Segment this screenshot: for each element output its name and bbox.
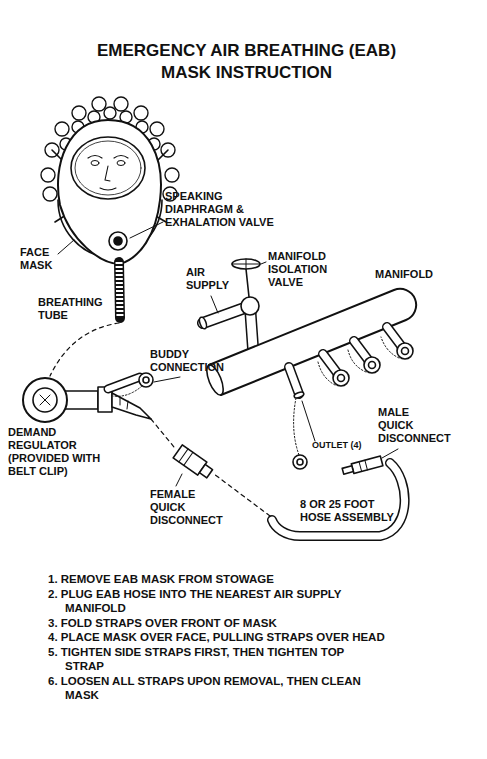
text-line: (PROVIDED WITH [8,452,100,465]
text-line: BELT CLIP) [8,465,100,478]
text-line: MASK INSTRUCTION [3,62,487,84]
text-line: SPEAKING [165,190,274,203]
text-line: OUTLET (4) [312,440,362,451]
text-line: 8 OR 25 FOOT [300,498,394,511]
part-label: OUTLET (4) [312,440,362,451]
part-label: 8 OR 25 FOOT HOSE ASSEMBLY [300,498,394,524]
text-line: 2. PLUG EAB HOSE INTO THE NEAREST AIR SU… [48,587,342,602]
text-line: MANIFOLD [268,250,327,263]
part-label: AIR SUPPLY [186,266,229,292]
instruction-step: 4. PLACE MASK OVER FACE, PULLING STRAPS … [48,630,385,645]
part-label: DEMAND REGULATOR (PROVIDED WITH BELT CLI… [8,426,100,478]
text-line: BUDDY [150,348,224,361]
instruction-step: 6. LOOSEN ALL STRAPS UPON REMOVAL, THEN … [48,674,361,703]
text-line: MASK [20,259,52,272]
text-line: FACE [20,246,52,259]
text-line: TUBE [38,309,103,322]
text-line: MALE [378,406,451,419]
part-label: BUDDY CONNECTION [150,348,224,374]
instruction-step: 1. REMOVE EAB MASK FROM STOWAGE [48,572,274,587]
text-line: 3. FOLD STRAPS OVER FRONT OF MASK [48,616,277,631]
title: EMERGENCY AIR BREATHING (EAB) MASK INSTR… [3,40,487,84]
text-line: SUPPLY [186,279,229,292]
part-label: FEMALE QUICK DISCONNECT [150,488,223,527]
text-line: AIR [186,266,229,279]
instruction-step: 2. PLUG EAB HOSE INTO THE NEAREST AIR SU… [48,587,342,616]
instruction-step: 3. FOLD STRAPS OVER FRONT OF MASK [48,616,277,631]
part-label: MANIFOLD ISOLATION VALVE [268,250,327,289]
text-line: VALVE [268,276,327,289]
text-line: 5. TIGHTEN SIDE STRAPS FIRST, THEN TIGHT… [48,645,344,660]
text-line: CONNECTION [150,361,224,374]
text-line: 4. PLACE MASK OVER FACE, PULLING STRAPS … [48,630,385,645]
part-label: FACE MASK [20,246,52,272]
text-line: DISCONNECT [150,514,223,527]
part-label: BREATHING TUBE [38,296,103,322]
text-line: QUICK [150,501,223,514]
text-line: EXHALATION VALVE [165,216,274,229]
text-line: STRAP [48,659,344,674]
text-line: 1. REMOVE EAB MASK FROM STOWAGE [48,572,274,587]
part-label: MALE QUICK DISCONNECT [378,406,451,445]
part-label: MANIFOLD [375,268,433,281]
text-line: QUICK [378,419,451,432]
text-line: MASK [48,688,361,703]
text-line: MANIFOLD [375,268,433,281]
text-line: HOSE ASSEMBLY [300,511,394,524]
text-line: REGULATOR [8,439,100,452]
text-line: BREATHING [38,296,103,309]
instruction-step: 5. TIGHTEN SIDE STRAPS FIRST, THEN TIGHT… [48,645,344,674]
text-line: 6. LOOSEN ALL STRAPS UPON REMOVAL, THEN … [48,674,361,689]
text-line: ISOLATION [268,263,327,276]
text-line: DISCONNECT [378,432,451,445]
text-line: DIAPHRAGM & [165,203,274,216]
text-line: EMERGENCY AIR BREATHING (EAB) [3,40,487,62]
text-line: MANIFOLD [48,601,342,616]
text-line: DEMAND [8,426,100,439]
text-line: FEMALE [150,488,223,501]
part-label: SPEAKING DIAPHRAGM & EXHALATION VALVE [165,190,274,229]
